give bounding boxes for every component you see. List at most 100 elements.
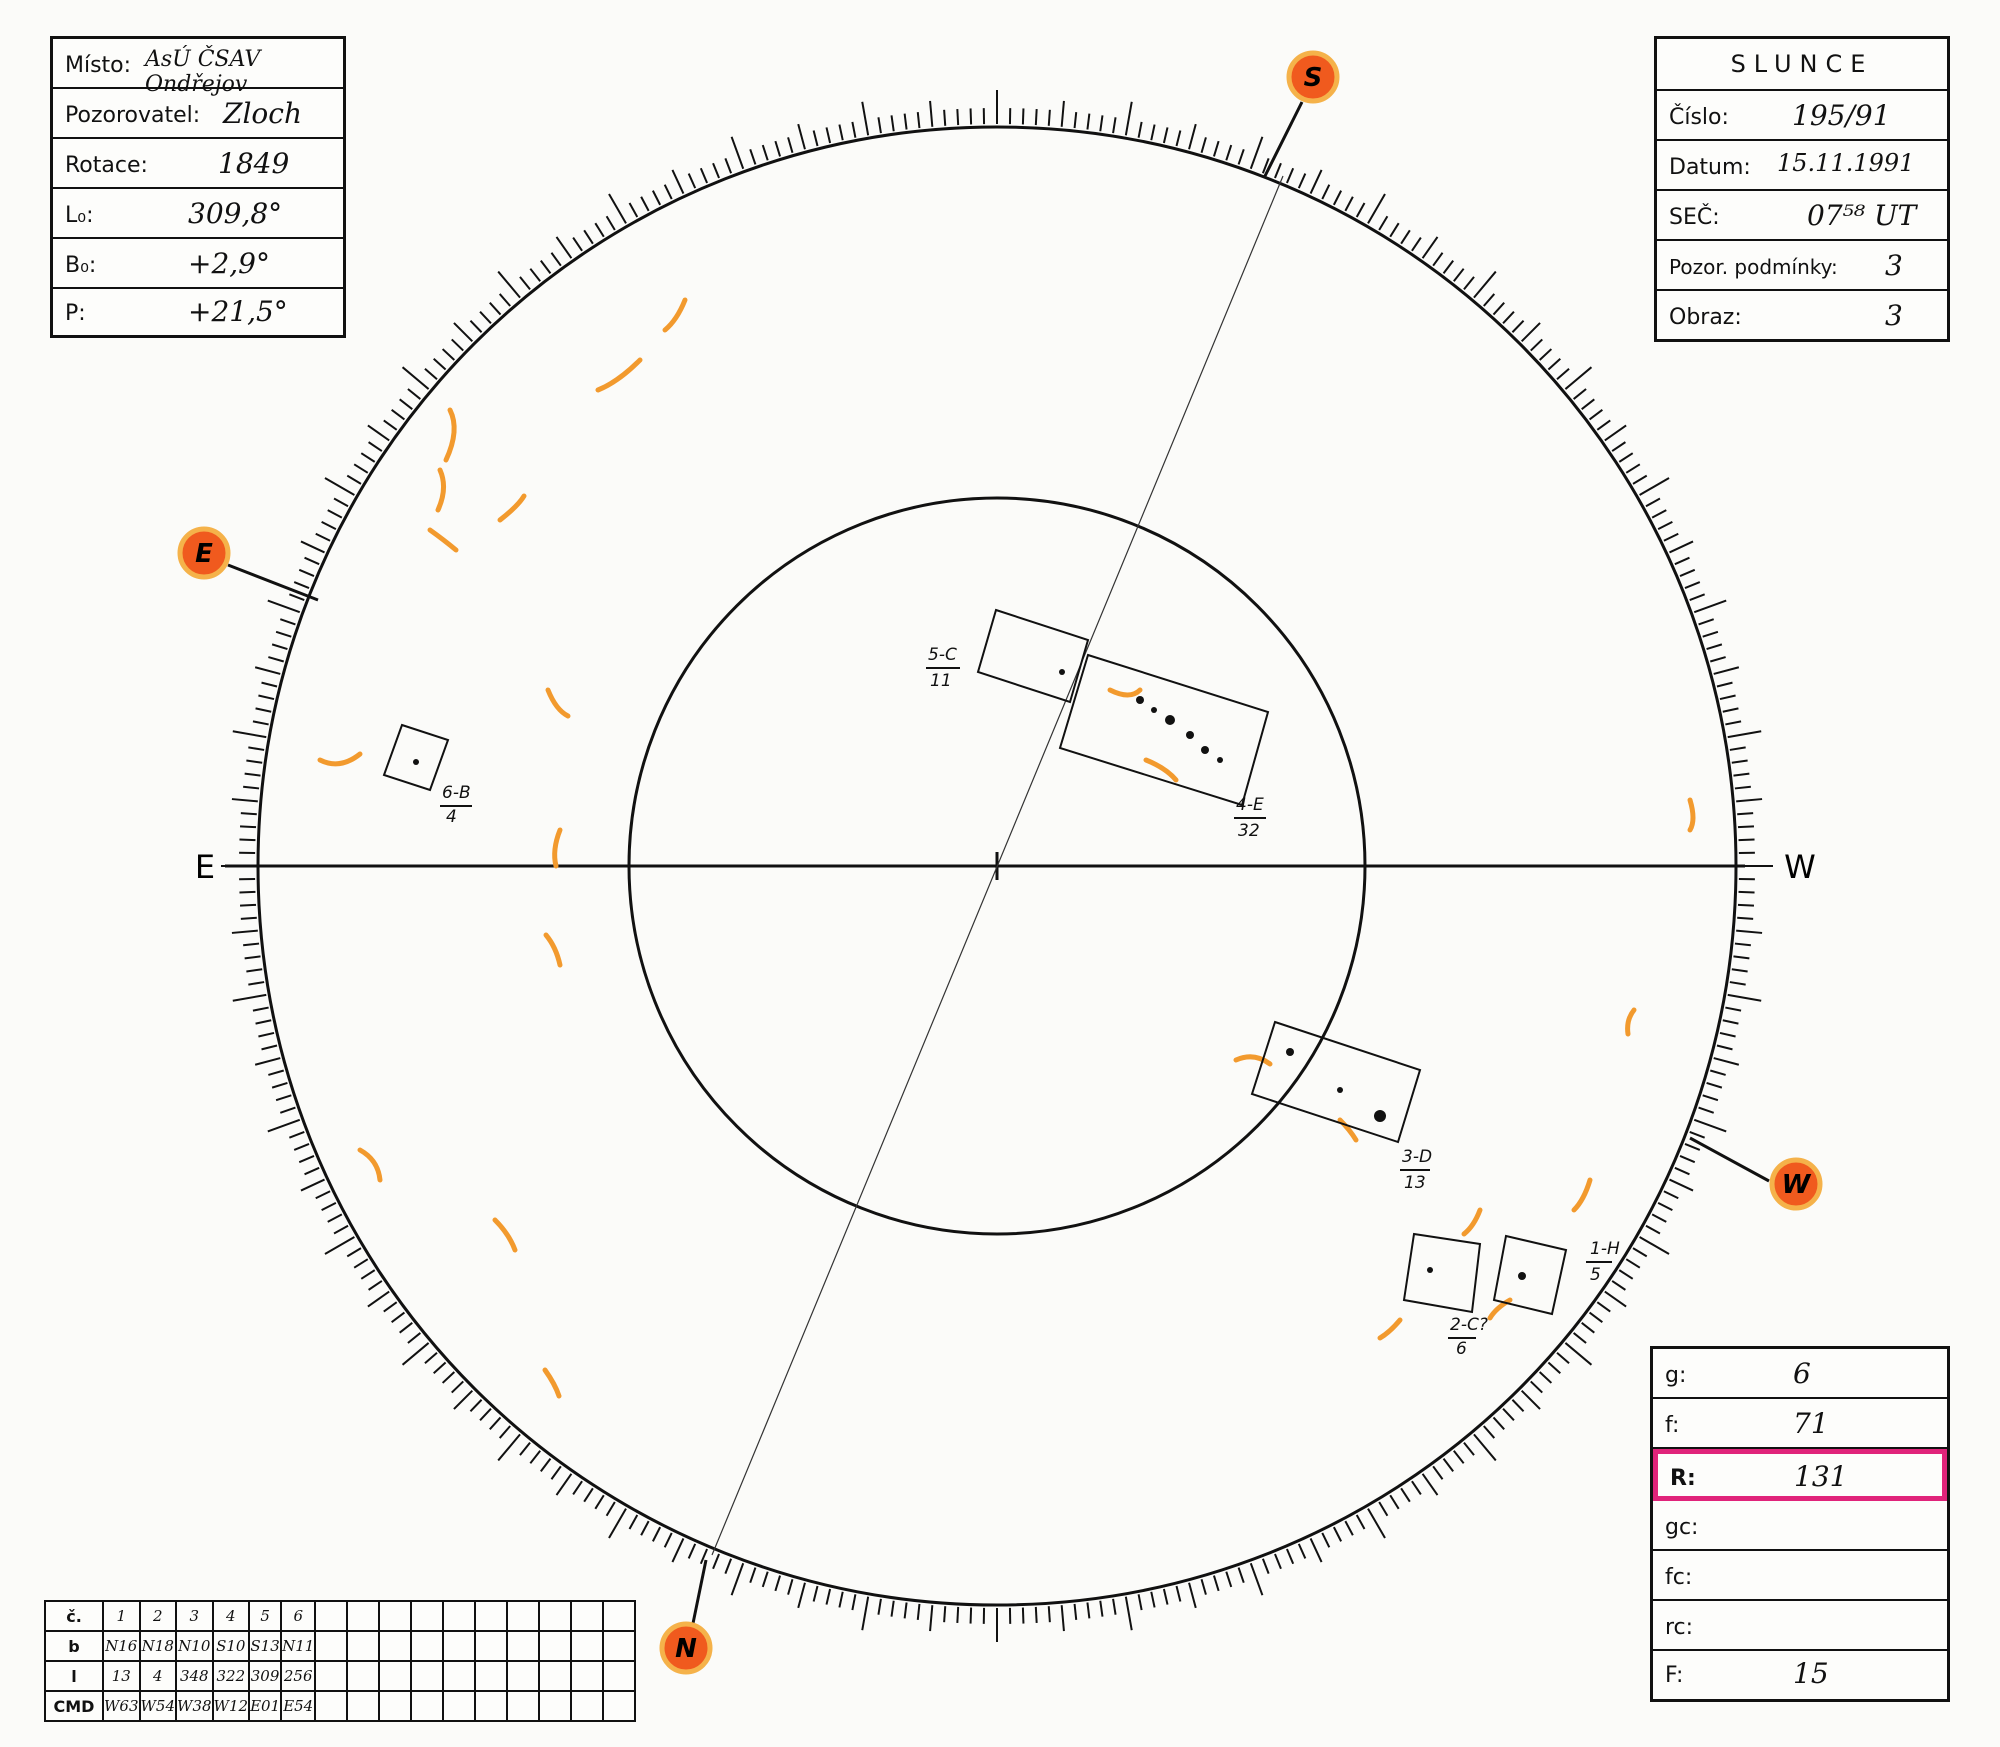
tick-mark — [1611, 441, 1626, 452]
tick-mark — [1237, 148, 1245, 165]
group-count: 32 — [1238, 821, 1260, 841]
tick-mark — [315, 1190, 331, 1200]
tick-mark — [1639, 1236, 1670, 1255]
tick-mark — [1237, 1567, 1245, 1584]
tick-mark — [368, 1280, 383, 1291]
tick-mark — [1034, 108, 1038, 126]
tick-mark — [550, 1465, 562, 1480]
tick-mark — [1698, 618, 1715, 626]
tick-mark — [663, 184, 673, 200]
tick-mark — [1047, 1606, 1051, 1623]
tick-mark — [1679, 1155, 1696, 1164]
marker-n-label: N — [675, 1634, 697, 1664]
tick-mark — [1162, 127, 1169, 144]
tick-mark — [1492, 302, 1505, 316]
tick-mark — [1651, 509, 1667, 519]
tick-mark — [1175, 1585, 1182, 1602]
tick-mark — [1702, 630, 1719, 638]
tick-mark — [368, 441, 383, 452]
tick-mark — [321, 1201, 337, 1212]
tick-mark — [1538, 348, 1553, 361]
tick-mark — [239, 903, 257, 907]
tick-mark — [1520, 322, 1541, 343]
tick-mark — [838, 124, 844, 141]
tick-mark — [1716, 1044, 1733, 1051]
tick-mark — [252, 1006, 269, 1012]
tick-mark — [651, 1526, 662, 1542]
tick-mark — [956, 1606, 960, 1624]
tick-mark — [1716, 681, 1733, 688]
tick-mark — [1663, 532, 1679, 542]
tick-mark — [1684, 1143, 1701, 1151]
tick-mark — [424, 367, 438, 380]
tick-mark — [1719, 1031, 1736, 1038]
tick-mark — [1483, 1425, 1496, 1439]
tick-mark — [1162, 1588, 1169, 1605]
tick-mark — [1112, 1598, 1117, 1615]
info-row-l0: L₀: 309,8° — [53, 189, 343, 239]
info-row-p: P: +21,5° — [65, 295, 288, 328]
tick-mark — [1725, 1006, 1742, 1012]
tick-mark — [239, 838, 256, 842]
tick-mark — [346, 1247, 362, 1258]
tick-mark — [1727, 730, 1762, 739]
tick-mark — [1706, 1081, 1723, 1089]
table-row: l 13 4 348 322 309 256 — [44, 1660, 637, 1692]
tick-mark — [1309, 1538, 1323, 1563]
marker-s: S — [1286, 50, 1340, 104]
tick-mark — [529, 268, 541, 282]
tick-mark — [479, 310, 492, 325]
tick-mark — [761, 1571, 769, 1588]
tick-mark — [1099, 115, 1104, 132]
tick-mark — [1034, 1606, 1038, 1624]
tick-mark — [640, 196, 650, 212]
tick-mark — [1625, 1258, 1641, 1269]
table-row: č. 1 2 3 4 5 6 — [44, 1600, 637, 1632]
record-row-image: Obraz: 3 — [1669, 299, 1903, 332]
tick-mark — [1225, 1571, 1233, 1588]
tick-mark — [943, 1606, 947, 1623]
tick-mark — [1657, 520, 1673, 531]
group-label: 3-D — [1402, 1147, 1432, 1167]
tick-mark — [1520, 1389, 1541, 1410]
tick-mark — [304, 556, 320, 566]
tick-mark — [327, 1213, 343, 1223]
tick-mark — [787, 137, 794, 154]
tick-mark — [916, 112, 921, 129]
tick-mark — [1463, 1442, 1475, 1456]
tick-mark — [651, 190, 662, 206]
tick-mark — [1611, 1280, 1626, 1291]
tick-mark — [293, 581, 310, 589]
tick-mark — [1596, 419, 1611, 431]
group-label: 4-E — [1236, 795, 1264, 815]
tick-mark — [1573, 388, 1587, 400]
tick-mark — [489, 1416, 502, 1430]
tick-mark — [1596, 1301, 1611, 1313]
tick-mark — [275, 1094, 292, 1102]
tick-mark — [255, 707, 272, 713]
tick-mark — [699, 1548, 708, 1565]
tick-mark — [1625, 463, 1641, 474]
tick-mark — [838, 1591, 844, 1608]
tick-mark — [246, 968, 263, 973]
tick-mark — [1086, 113, 1091, 130]
tick-mark — [1297, 173, 1307, 189]
marker-e-label: E — [195, 539, 213, 569]
tick-mark — [391, 409, 406, 421]
tick-mark — [1564, 1342, 1593, 1366]
tick-mark — [1321, 1532, 1331, 1548]
tick-mark — [1502, 1407, 1515, 1422]
tick-mark — [1693, 1118, 1727, 1133]
tick-mark — [324, 1236, 355, 1255]
panel-title: SLUNCE — [1657, 39, 1947, 91]
tick-mark — [1344, 196, 1354, 212]
tick-mark — [1674, 1166, 1690, 1176]
tick-mark — [797, 123, 806, 150]
tick-mark — [1400, 1487, 1411, 1503]
tick-mark — [1483, 293, 1496, 307]
tick-mark — [1060, 1605, 1065, 1632]
tick-mark — [1693, 599, 1727, 614]
tick-mark — [1651, 1213, 1667, 1223]
tick-mark — [605, 1501, 616, 1517]
